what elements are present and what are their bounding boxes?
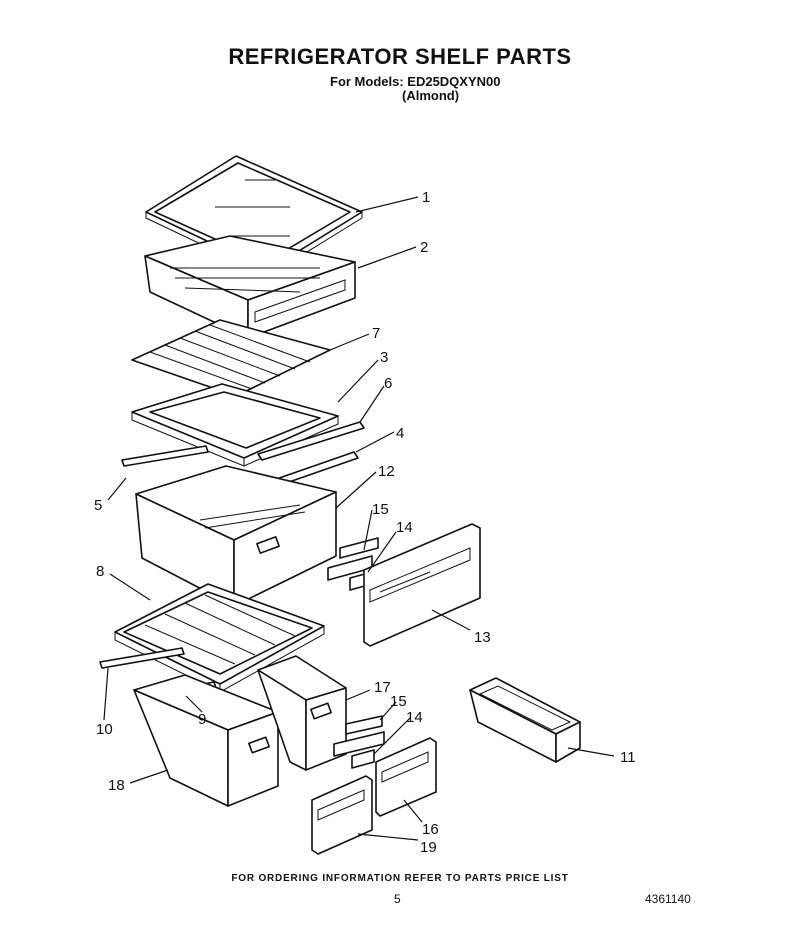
rail-part-10 — [99, 647, 185, 669]
callout-9: 9 — [198, 711, 206, 728]
document-number: 4361140 — [645, 892, 691, 906]
right-bin-part-17 — [257, 655, 347, 771]
callout-19: 19 — [420, 839, 437, 856]
callout-10: 10 — [96, 721, 113, 738]
ordering-note: FOR ORDERING INFORMATION REFER TO PARTS … — [231, 873, 569, 884]
grid-shelf-part-7 — [131, 319, 331, 397]
shallow-drawer-part-2 — [144, 235, 356, 339]
page-title: REFRIGERATOR SHELF PARTS — [228, 44, 572, 69]
drawer-front-part-16 — [375, 737, 437, 817]
rail-part-5 — [121, 445, 209, 467]
shelf-frame-part-8 — [114, 583, 325, 693]
callout-15-upper: 15 — [372, 501, 389, 518]
leader-lines — [103, 196, 615, 841]
clip-part-14-lower — [351, 749, 375, 769]
callout-14-upper: 14 — [396, 519, 413, 536]
drawer-front-part-19 — [311, 775, 373, 855]
callout-labels: 1 2 7 3 6 4 5 12 15 14 8 13 17 15 14 10 … — [94, 189, 636, 856]
models-line: For Models: ED25DQXYN00 — [330, 74, 501, 89]
crisper-frame-part-3 — [131, 383, 339, 467]
left-bin-part-18 — [133, 674, 279, 807]
callout-16: 16 — [422, 821, 439, 838]
callout-5: 5 — [94, 497, 102, 514]
rail-part-6 — [257, 421, 365, 461]
callout-1: 1 — [422, 189, 430, 206]
callout-13: 13 — [474, 629, 491, 646]
drawer-front-part-13 — [363, 523, 481, 647]
callout-12: 12 — [378, 463, 395, 480]
callout-6: 6 — [384, 375, 392, 392]
callout-4: 4 — [396, 425, 404, 442]
callout-8: 8 — [96, 563, 104, 580]
callout-17: 17 — [374, 679, 391, 696]
callout-7: 7 — [372, 325, 380, 342]
callout-3: 3 — [380, 349, 388, 366]
color-line: (Almond) — [402, 88, 460, 103]
callout-2: 2 — [420, 239, 428, 256]
callout-15-lower: 15 — [390, 693, 407, 710]
callout-18: 18 — [108, 777, 125, 794]
callout-14-lower: 14 — [406, 709, 423, 726]
page-number: 5 — [394, 892, 401, 906]
callout-11: 11 — [620, 749, 636, 766]
crisper-drawer-part-12 — [135, 465, 337, 607]
door-bin-part-11 — [469, 677, 581, 763]
